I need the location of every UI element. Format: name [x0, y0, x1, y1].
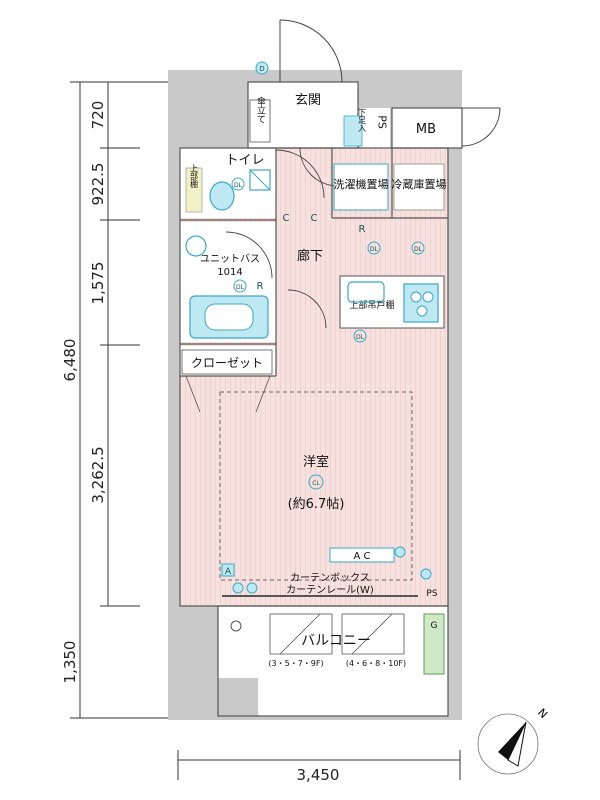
label-ps2: PS [426, 589, 437, 599]
label-balcony-right: (4・6・8・10F) [346, 659, 406, 668]
bathtub-inner [204, 303, 254, 331]
label-c1: C [283, 213, 290, 224]
label-shoe: 下足入 [358, 108, 367, 132]
label-closet: クローゼット [191, 356, 263, 370]
dimension-lines-left [70, 81, 180, 719]
label-kitchen-cabinet: 上部吊戸棚 [349, 299, 394, 311]
umbrella-stand [249, 99, 271, 143]
label-ps: PS [376, 115, 389, 129]
dim-922: 922.5 [89, 163, 107, 206]
label-curtain-rail: カーテンレール(W) [286, 584, 374, 596]
drain-icon [230, 620, 242, 632]
label-ac: A C [353, 551, 370, 562]
label-western-room: 洋室 [303, 454, 329, 470]
ac-unit [329, 547, 395, 563]
label-r2: R [257, 281, 264, 292]
toilet-sink [249, 169, 271, 191]
wall-outlines [179, 81, 463, 717]
dim-3262: 3,262.5 [89, 446, 107, 503]
label-g: G [431, 621, 438, 631]
dim-1350: 1,350 [61, 641, 79, 684]
label-toilet: トイレ [225, 153, 264, 168]
dimension-line-bottom [177, 750, 461, 780]
dim-total-height: 6,480 [61, 339, 79, 382]
label-fridge: 冷蔵庫置場 [392, 177, 447, 191]
upper-cabinet-toilet [185, 167, 203, 213]
label-room-size: (約6.7帖) [288, 497, 345, 512]
label-r1: R [359, 224, 366, 235]
ceiling-light-icon [308, 474, 324, 490]
north-arrow-icon: N [477, 706, 550, 775]
label-curtain-box: カーテンボックス [290, 572, 370, 584]
label-a: A [225, 567, 232, 577]
dim-720: 720 [89, 101, 107, 130]
label-bath: ユニットバス [200, 253, 260, 265]
label-upper-cabinet-toilet: 上部棚 [190, 164, 199, 189]
bath-sink [185, 235, 207, 257]
closet-doors [185, 375, 271, 413]
label-cl: CL [312, 480, 320, 487]
label-umbrella: 傘立て [255, 95, 266, 123]
label-balcony: バルコニー [301, 633, 371, 649]
toilet-bowl [209, 181, 235, 211]
dim-1575: 1,575 [89, 262, 107, 305]
label-bath-size: 1014 [217, 267, 242, 278]
label-washer: 洗濯機置場 [334, 177, 389, 191]
gas-meter-box [423, 613, 445, 675]
label-entrance: 玄関 [295, 93, 321, 108]
label-dl-corridor: DL [370, 246, 379, 253]
dim-width: 3,450 [297, 766, 340, 784]
kitchen-sink [347, 281, 385, 303]
washer-area [333, 163, 389, 211]
label-dl-toilet: DL [234, 182, 243, 189]
label-dl-room: DL [356, 334, 365, 341]
label-dl-bath: DL [236, 284, 245, 291]
fridge-area [393, 163, 445, 211]
interior-doors [225, 147, 339, 329]
label-mb: MB [416, 122, 436, 137]
label-north: N [535, 706, 550, 721]
closet [181, 349, 273, 375]
room-outline [219, 391, 413, 581]
label-corridor: 廊下 [297, 248, 323, 264]
shoe-cabinet [343, 115, 363, 147]
mb-door [461, 107, 501, 147]
label-dl-kitchen: DL [414, 246, 423, 253]
fixture-symbols: D DL C C R DL DL DL R DL CL A [221, 61, 432, 594]
label-balcony-left: (3・5・7・9F) [268, 659, 323, 668]
label-d: D [259, 65, 264, 73]
entrance-door [279, 19, 343, 83]
label-c2: C [311, 213, 318, 224]
balcony-partition [269, 613, 405, 655]
